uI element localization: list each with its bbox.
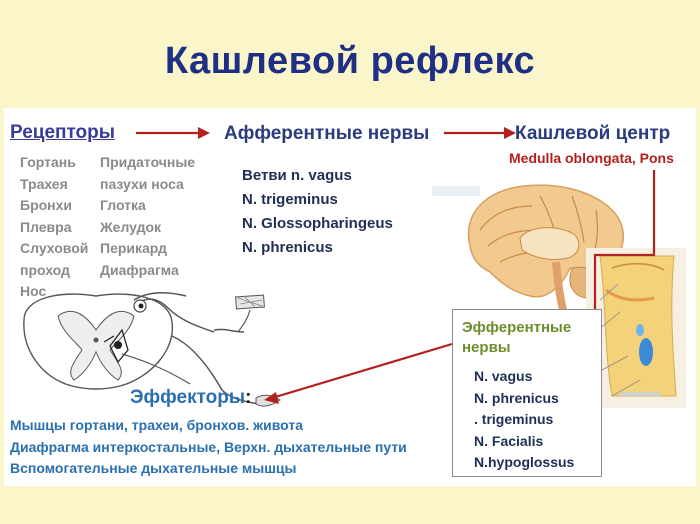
receptor-item: Гортань: [20, 154, 76, 170]
arrow-efferent-to-effectors: [271, 342, 453, 400]
efferent-nerves-box: [452, 309, 602, 477]
afferent-nerves-list: Ветви n. vagus N. trigeminus N. Glossoph…: [242, 164, 393, 260]
arrow-center-to-efferent: [593, 170, 656, 326]
cough-center-heading: Кашлевой центр: [515, 123, 671, 144]
efferent-nerve-item: N. vagus: [474, 368, 533, 384]
afferent-nerves-heading: Афферентные нервы: [224, 123, 430, 144]
efferent-nerves-heading: Эфферентные нервы: [462, 319, 572, 356]
receptor-item: Придаточные: [100, 154, 196, 170]
effector-item: Мышцы гортани, трахеи, бронхов. живота: [10, 417, 303, 433]
afferent-nerve-item: N. trigeminus: [242, 191, 338, 208]
efferent-nerves-list: N. vagus N. phrenicus . trigeminus N. Fa…: [474, 366, 574, 474]
effector-item: Вспомогательные дыхательные мышцы: [10, 460, 297, 476]
receptor-item: Слуховой: [20, 240, 89, 256]
receptor-item: Глотка: [100, 197, 146, 213]
efferent-nerve-item: N. phrenicus: [474, 389, 559, 406]
receptor-item: Желудок: [100, 218, 162, 235]
receptors-heading: Рецепторы: [10, 122, 115, 143]
efferent-nerve-item: . trigeminus: [474, 411, 554, 427]
receptors-list-1: Гортань Трахея Бронхи Плевра Слуховой пр…: [20, 152, 88, 303]
spinal-cord-illustration: [23, 292, 281, 407]
brainstem-illustration: [586, 248, 686, 408]
effectors-colon: :: [245, 387, 252, 408]
receptor-item: Плевра: [20, 218, 72, 235]
receptor-item: пазухи носа: [100, 175, 184, 192]
effectors-heading: Эффекторы:: [130, 387, 251, 409]
afferent-nerve-item: N. Glossopharingeus: [242, 215, 393, 232]
efferent-nerve-item: N.hypoglossus: [474, 454, 575, 470]
flow-arrows: [136, 131, 656, 400]
effectors-list: Мышцы гортани, трахеи, бронхов. живота Д…: [10, 415, 407, 480]
receptor-item: Перикард: [100, 240, 167, 256]
effector-item: Диафрагма интеркостальные, Верхн. дыхате…: [10, 438, 407, 455]
receptor-item: Диафрагма: [100, 261, 179, 278]
receptor-item: Нос: [20, 283, 47, 299]
afferent-nerve-item: Ветви n. vagus: [242, 167, 352, 184]
afferent-nerve-item: N. phrenicus: [242, 239, 333, 256]
effectors-heading-text: Эффекторы: [130, 387, 246, 408]
page-title: Кашлевой рефлекс: [164, 40, 536, 82]
receptors-list-2: Придаточные пазухи носа Глотка Желудок П…: [100, 152, 195, 281]
receptor-item: Трахея: [20, 175, 68, 192]
receptor-item: проход: [20, 261, 70, 278]
cough-center-location: Medulla oblongata, Pons: [509, 150, 674, 166]
receptor-item: Бронхи: [20, 197, 73, 213]
efferent-nerve-item: N. Facialis: [474, 432, 544, 449]
